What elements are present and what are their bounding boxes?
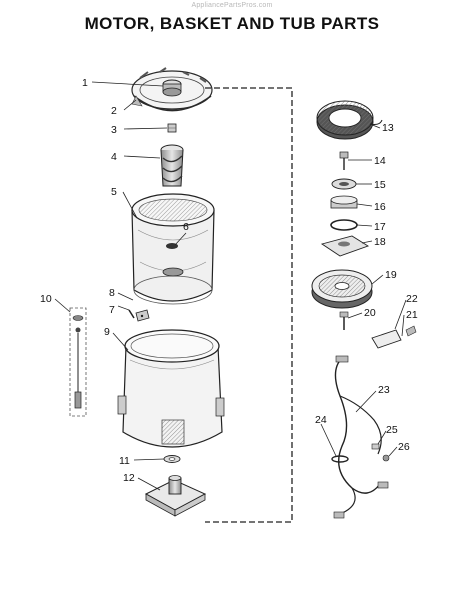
part-16-spline — [330, 195, 358, 209]
part-18-bracket — [320, 235, 370, 257]
callout-21: 21 — [406, 309, 418, 321]
callout-2: 2 — [111, 105, 117, 117]
callout-11: 11 — [119, 455, 130, 467]
callout-4: 4 — [111, 151, 117, 163]
part-4-agitator — [160, 144, 184, 187]
callout-26: 26 — [398, 441, 410, 453]
callout-22: 22 — [406, 293, 418, 305]
part-13-stator — [316, 100, 383, 140]
callout-20: 20 — [364, 307, 376, 319]
part-20-bolt — [339, 311, 349, 330]
part-17-ring — [330, 219, 358, 231]
callout-12: 12 — [123, 472, 135, 484]
callout-labels: 1 2 3 4 5 6 7 8 9 10 11 12 13 14 15 16 1… — [40, 77, 418, 484]
part-14-bolt — [339, 151, 349, 170]
callout-19: 19 — [385, 269, 397, 281]
part-24-tie — [331, 455, 349, 463]
leader-lines — [54, 81, 407, 491]
part-11-washer — [163, 455, 181, 463]
part-19-rotor — [311, 269, 373, 309]
callout-8: 8 — [109, 287, 115, 299]
part-group-connector — [205, 87, 293, 523]
part-3-nut — [167, 123, 177, 133]
callout-24: 24 — [315, 414, 327, 426]
callout-25: 25 — [386, 424, 398, 436]
callout-14: 14 — [374, 155, 386, 167]
part-9-tub — [117, 329, 225, 448]
callout-6: 6 — [183, 221, 189, 233]
callout-10: 10 — [40, 293, 52, 305]
part-5-basket — [131, 193, 215, 305]
part-12-mounting-plate — [144, 475, 207, 517]
watermark: AppliancePartsPros.com — [191, 2, 273, 9]
callout-13: 13 — [382, 122, 394, 134]
callout-7: 7 — [109, 304, 115, 316]
callout-17: 17 — [374, 221, 386, 233]
callout-9: 9 — [104, 326, 110, 338]
callout-3: 3 — [111, 124, 117, 136]
part-21-22-sensor — [371, 325, 417, 349]
part-8-screw — [128, 309, 135, 319]
callout-5: 5 — [111, 186, 117, 198]
callout-18: 18 — [374, 236, 386, 248]
part-10-assembly — [69, 307, 87, 417]
part-26-screw — [382, 454, 390, 462]
callout-1: 1 — [82, 77, 88, 89]
part-7-bracket — [135, 309, 150, 322]
callout-16: 16 — [374, 201, 386, 213]
part-25-clip — [371, 443, 380, 450]
part-23-wire-harness — [333, 355, 389, 519]
callout-15: 15 — [374, 179, 386, 191]
diagram-title: MOTOR, BASKET AND TUB PARTS — [84, 14, 380, 33]
callout-23: 23 — [378, 384, 390, 396]
part-1-agitator-cap — [162, 79, 182, 97]
part-15-nut — [331, 178, 357, 190]
